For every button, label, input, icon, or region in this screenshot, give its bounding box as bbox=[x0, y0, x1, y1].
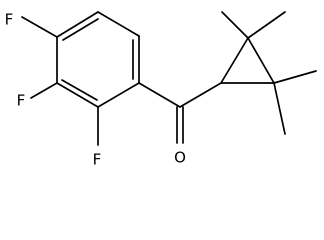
c-f-bond-middle bbox=[30, 82, 58, 99]
cyclopropane-bond-c2-c3 bbox=[247, 37, 275, 84]
cyclopropane-bond-c1-c2 bbox=[220, 37, 249, 84]
methyl-bond-lower-right bbox=[273, 70, 317, 84]
chemical-structure-diagram: F F F O bbox=[5, 11, 317, 169]
ring-bond-c4-c5 bbox=[97, 82, 140, 108]
benzene-ring bbox=[56, 11, 140, 108]
oxygen-label: O bbox=[174, 149, 186, 167]
methyl-bond-upper-left bbox=[221, 11, 249, 39]
carbonyl-to-cyclopropyl-bond bbox=[179, 82, 222, 108]
ring-bond-c5-c6 bbox=[56, 82, 99, 108]
fluorine-label-bottom: F bbox=[93, 151, 102, 169]
methyl-bond-upper-right bbox=[247, 11, 286, 39]
c-f-bond-top bbox=[21, 16, 58, 38]
ring-bond-c5-c6-inner bbox=[61, 79, 98, 101]
fluorine-label-middle: F bbox=[17, 92, 26, 110]
fluorine-label-top: F bbox=[5, 11, 14, 29]
cyclopropane-ring bbox=[220, 37, 275, 84]
ring-bond-c1-c2-inner bbox=[62, 18, 99, 41]
ring-bond-c2-c3 bbox=[97, 11, 140, 37]
methyl-bond-lower-down bbox=[273, 82, 286, 135]
ring-to-carbonyl-bond bbox=[138, 82, 181, 108]
ring-bond-c1-c2 bbox=[56, 11, 99, 38]
